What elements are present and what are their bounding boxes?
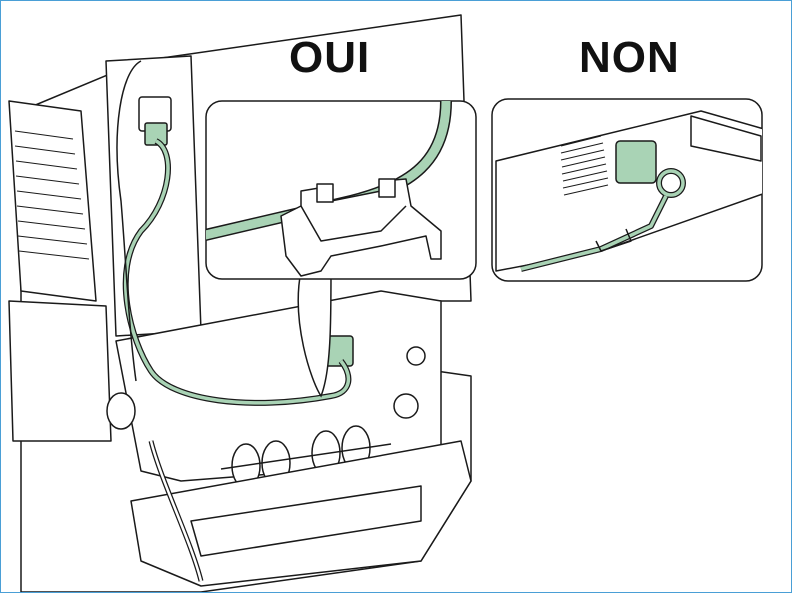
oui-inset — [205, 100, 477, 280]
callout-pointer — [297, 270, 332, 398]
incorrect-label: NON — [579, 33, 680, 82]
non-inset — [491, 98, 763, 282]
side-panel — [8, 100, 97, 302]
correct-label: OUI — [289, 33, 371, 82]
loose-plug — [615, 140, 657, 184]
